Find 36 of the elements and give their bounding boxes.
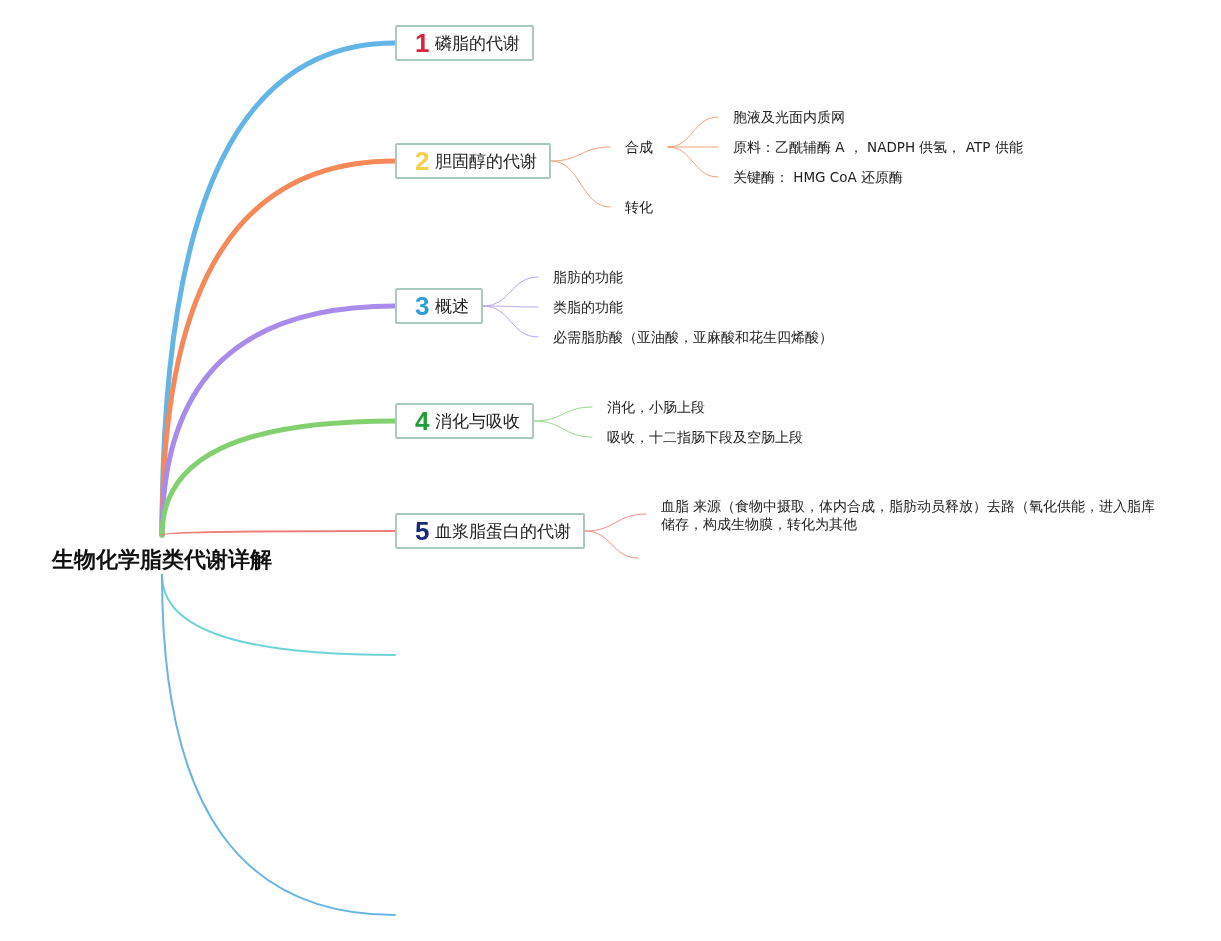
topic-box [395, 25, 535, 61]
topic-box [395, 143, 552, 179]
subtopic-text: 关键酶： HMG CoA 还原酶 [718, 167, 904, 187]
subtopic-text: 合成 [610, 137, 668, 157]
branch-line [667, 146, 719, 148]
topic-number: 1 [415, 27, 430, 59]
branch-line [584, 530, 639, 559]
topic-title: 血浆脂蛋白的代谢 [435, 519, 572, 543]
topic-number: 2 [415, 145, 430, 177]
topic-box [395, 513, 586, 549]
topic-number: 3 [415, 290, 430, 322]
topic-title: 胆固醇的代谢 [435, 149, 538, 173]
central-topic: 生物化学脂类代谢详解 [36, 535, 288, 575]
topic-title: 消化与吸收 [435, 409, 521, 433]
topic-title: 概述 [435, 294, 470, 318]
subtopic-text: 类脂的功能 [538, 297, 623, 317]
branch-line [550, 146, 611, 162]
branch-line [667, 146, 719, 178]
subtopic-text: 脂肪的功能 [538, 267, 623, 287]
branch-line [161, 574, 396, 916]
subtopic-text: 血脂 来源（食物中摄取，体内合成，脂肪动员释放）去路（氧化供能，进入脂库储存，构成生物膜，转化为其他 [646, 497, 1166, 533]
subtopic-text: 必需脂肪酸（亚油酸，亚麻酸和花生四烯酸） [538, 327, 833, 347]
topic-number: 4 [415, 405, 430, 437]
topic-title: 磷脂的代谢 [435, 31, 521, 55]
subtopic-text: 吸收，十二指肠下段及空肠上段 [592, 427, 803, 447]
branch-line [161, 530, 396, 536]
subtopic-text: 转化 [610, 197, 653, 217]
subtopic-text: 原料：乙酰辅酶 A ， NADPH 供氢， ATP 供能 [718, 137, 1023, 157]
topic-box [395, 288, 484, 324]
topic-box [395, 403, 535, 439]
branch-line [533, 420, 593, 438]
branch-line [550, 160, 611, 208]
subtopic-text: 消化，小肠上段 [592, 397, 705, 417]
topic-number: 5 [415, 515, 430, 547]
subtopic-text: 胞液及光面内质网 [718, 107, 845, 127]
branch-line [482, 305, 539, 338]
